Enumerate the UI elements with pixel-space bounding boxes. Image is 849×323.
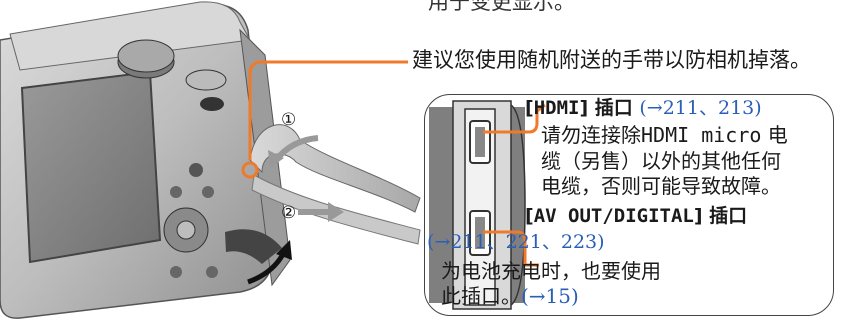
terminal-door: [225, 229, 282, 264]
hdmi-desc-3: 电缆，否则可能导致故障。: [541, 174, 781, 198]
hdmi-desc-1: 请勿连接除HDMI micro 电: [541, 123, 788, 147]
av-charge-ref: (→15): [521, 284, 579, 308]
camera-top: [9, 1, 251, 71]
leader-line: [248, 60, 408, 160]
step-marker-2: ②: [281, 203, 297, 223]
hdmi-desc-2: 缆（另售）以外的其他任何: [541, 149, 781, 173]
ports-diagram: [429, 100, 546, 310]
av-desc-1: 为电池充电时，也要使用: [441, 259, 661, 283]
hdmi-heading: [HDMI] 插口 (→211、213): [525, 97, 762, 119]
hdmi-page-ref: (→211、213): [639, 97, 762, 119]
shutter-button: [185, 69, 227, 91]
step-marker-1: ①: [281, 110, 297, 130]
button: [189, 163, 203, 177]
av-heading: [AV OUT/DIGITAL] 插口: [525, 205, 748, 227]
camera-screen: [20, 70, 162, 264]
port-callout: [HDMI] 插口 (→211、213) 请勿连接除HDMI micro 电 缆…: [424, 94, 834, 316]
strap-note: 建议您使用随机附送的手带以防相机掉落。: [412, 48, 811, 72]
av-desc-2: 此插口。(→15): [441, 284, 579, 308]
top-note: 用于变更显示。: [428, 0, 575, 14]
av-page-ref: (→211、221、223): [427, 231, 605, 253]
